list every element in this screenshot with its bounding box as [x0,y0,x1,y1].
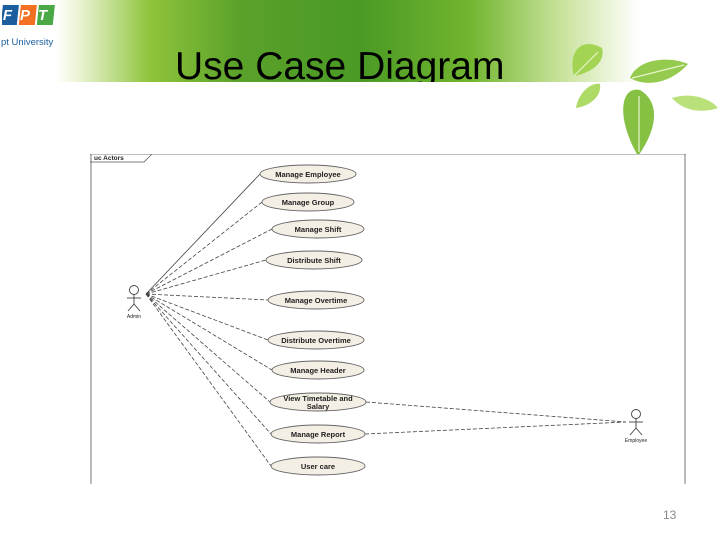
use-case-ellipse [267,290,365,310]
actor-leg [629,427,637,436]
actor-head [631,409,641,419]
use-case[interactable]: Manage Report [270,424,366,444]
use-case[interactable]: Manage Shift [271,219,365,239]
use-case-label: Manage Group [282,198,335,207]
header-banner: FPT pt University Use Case Diagram [0,0,720,82]
slide-title: Use Case Diagram [175,45,505,82]
association-line [145,293,269,341]
use-case-label: Manage Header [290,366,346,375]
use-case-label: Manage Report [291,430,346,439]
use-case[interactable]: Manage Overtime [267,290,365,310]
use-case[interactable]: Manage Employee [259,164,357,184]
leaves-decoration [572,44,718,156]
association-line [364,421,627,435]
use-case-label: Manage Employee [275,170,340,179]
actor-label: Admin [127,314,141,320]
university-name: pt University [1,37,54,48]
use-case-label: Manage Overtime [285,296,348,305]
actor-label: Employee [625,438,647,444]
association-line [365,401,627,423]
fpt-logo: FPT [2,5,55,25]
use-case-ellipse [271,219,365,239]
associations [145,173,627,467]
association-line [145,293,273,371]
use-case[interactable]: Distribute Shift [265,250,363,270]
frame-label: uc Actors [94,155,124,162]
actor-leg [127,303,135,312]
use-case-label: Manage Shift [295,225,342,234]
use-case-label: User care [301,462,335,471]
use-case-ellipse [259,164,357,184]
association-line [145,293,272,467]
use-case-ellipse [269,392,367,412]
association-line [145,259,267,295]
association-line [145,293,272,435]
use-case[interactable]: Distribute Overtime [267,330,365,350]
actor-head [129,285,139,295]
use-case-ellipse [270,456,366,476]
page-number: 13 [663,508,677,522]
association-line [145,293,271,403]
use-case-ellipse [261,192,355,212]
use-case-ellipse [267,330,365,350]
use-case[interactable]: Manage Group [261,192,355,212]
actor-admin[interactable]: Admin [127,285,141,321]
association-line [145,173,261,295]
use-case[interactable]: User care [270,456,366,476]
actor-leg [635,427,643,436]
use-case-ellipse [265,250,363,270]
svg-text:FPT: FPT [3,7,55,24]
use-case-label: View Timetable and [283,394,353,403]
actor-leg [133,303,141,312]
association-line [145,201,263,295]
association-line [145,293,269,301]
use-case-label: Salary [307,402,330,411]
actor-employee[interactable]: Employee [625,409,647,445]
use-case-label: Distribute Shift [287,256,341,265]
use-case-ellipse [270,424,366,444]
use-case-label: Distribute Overtime [281,336,351,345]
frame-tab [90,154,153,163]
use-case-ellipse [271,360,365,380]
association-line [145,228,273,295]
use-case[interactable]: Manage Header [271,360,365,380]
